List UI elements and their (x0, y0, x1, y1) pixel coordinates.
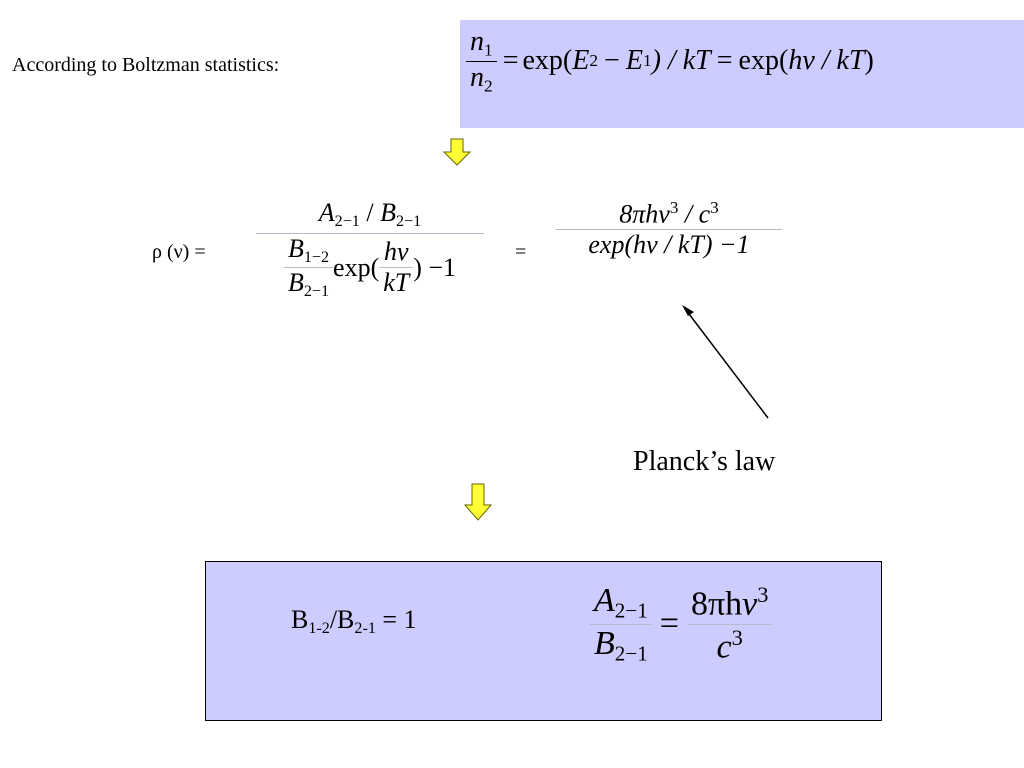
result-box (205, 561, 882, 721)
equals-sign: = (515, 241, 527, 263)
einstein-relation: A2−1 B2−1 = 8πhν3 c3 (590, 582, 773, 666)
planck-law-label: Planck’s law (633, 446, 776, 477)
over-kT: ) / kT (651, 45, 711, 77)
down-arrow-icon (442, 138, 472, 166)
down-arrow-icon (463, 483, 493, 521)
n-ratio: n1 n2 (466, 26, 497, 96)
equals-sign: = (502, 45, 519, 77)
boltzmann-box (460, 20, 1024, 128)
hnu-over-kT: hν kT (379, 237, 414, 298)
rho-lhs: ρ (ν) = (152, 241, 206, 263)
B-ratio-result: B1-2/B2-1 = 1 (291, 605, 417, 638)
exp-text: exp( (522, 45, 573, 77)
B-ratio: B1−2 B2−1 (283, 234, 334, 301)
intro-text: According to Boltzman statistics: (12, 54, 280, 76)
pointer-arrow (682, 305, 769, 419)
rho-fraction: A2−1 / B2−1 B1−2 B2−1 exp( hν kT ) −1 (256, 198, 484, 301)
planck-fraction: 8πhν3 / c3 exp(hν / kT) −1 (556, 198, 782, 260)
